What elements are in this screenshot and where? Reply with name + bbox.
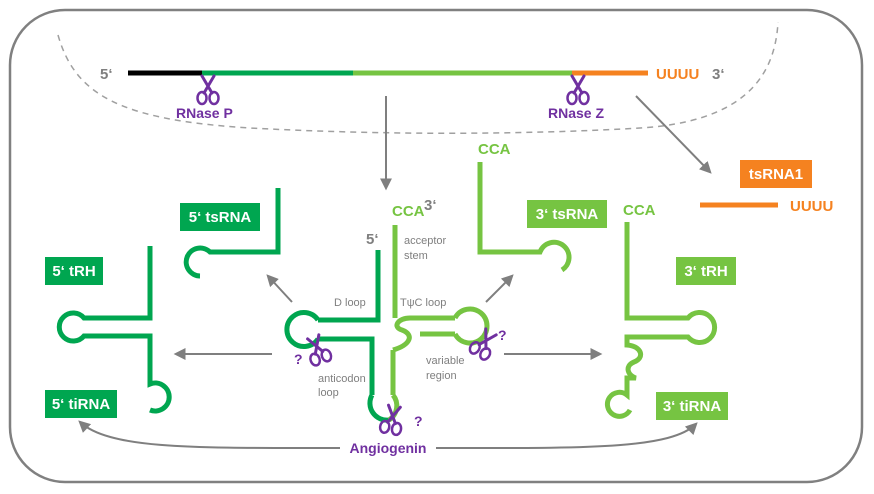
rnase-z-label: RNase Z <box>548 105 604 121</box>
angiogenin-arrow-right <box>435 422 698 450</box>
nuclear-envelope <box>57 21 779 134</box>
anticodon-loop-label-1: anticodon <box>318 373 366 385</box>
five-trh-strand <box>56 246 172 414</box>
mature-5prime-label: 5‘ <box>366 231 379 248</box>
acceptor-stem-label-2: stem <box>404 250 428 262</box>
mature-cca-label: CCA <box>392 203 425 220</box>
five-trh-box <box>45 257 103 285</box>
five-tsrna-strand <box>183 188 281 279</box>
three-tsrna-cca-label: CCA <box>478 141 511 158</box>
tsrna1-box <box>740 160 812 188</box>
tpsic-loop-unknown-label: ? <box>498 327 507 343</box>
three-trh-box <box>676 257 736 285</box>
variable-region-label-2: region <box>426 370 457 382</box>
acceptor-stem-label-1: acceptor <box>404 235 447 247</box>
five-trh-label: 5‘ tRH <box>52 263 95 280</box>
d-loop-label: D loop <box>334 297 366 309</box>
three-trh-strand <box>604 222 718 419</box>
three-trh-cca-label: CCA <box>623 202 656 219</box>
arrow-to-five-tsrna <box>266 274 293 303</box>
arrow-to-three-tsrna <box>485 274 514 303</box>
angiogenin-label: Angiogenin <box>350 440 427 456</box>
tsrna1-label: tsRNA1 <box>749 166 803 183</box>
rnase-p-label: RNase P <box>176 105 233 121</box>
tpsic-loop-label: TψC loop <box>400 297 446 309</box>
variable-region-label-1: variable <box>426 355 465 367</box>
cell-boundary <box>8 8 864 484</box>
rnase-z-scissors-icon <box>566 74 590 106</box>
five-tsrna-label: 5‘ tsRNA <box>189 209 252 226</box>
five-tirna-box <box>45 390 117 418</box>
mature-3prime-label: 3‘ <box>424 197 437 214</box>
five-tsrna-box <box>180 203 260 231</box>
anticodon-loop-label-2: loop <box>318 387 339 399</box>
three-tirna-box <box>656 392 728 420</box>
three-trh-label: 3‘ tRH <box>684 263 727 280</box>
three-tsrna-box <box>527 200 607 228</box>
tsrna1-tail-label: UUUU <box>790 198 833 215</box>
pre-trna-3prime-label: 3‘ <box>712 66 725 83</box>
three-tirna-label: 3‘ tiRNA <box>663 398 722 415</box>
d-loop-unknown-label: ? <box>294 351 303 367</box>
five-tirna-label: 5‘ tiRNA <box>52 396 111 413</box>
three-tsrna-label: 3‘ tsRNA <box>536 206 599 223</box>
pre-trna-5prime-label: 5‘ <box>100 66 113 83</box>
three-tsrna-strand <box>477 162 572 273</box>
pre-trna-tail-label: UUUU <box>656 66 699 83</box>
arrow-to-tsrna1 <box>635 95 712 174</box>
rnase-p-scissors-icon <box>196 74 220 106</box>
anticodon-unknown-label: ? <box>414 413 423 429</box>
mature-trna <box>284 225 490 423</box>
angiogenin-arrow-left <box>78 420 341 450</box>
